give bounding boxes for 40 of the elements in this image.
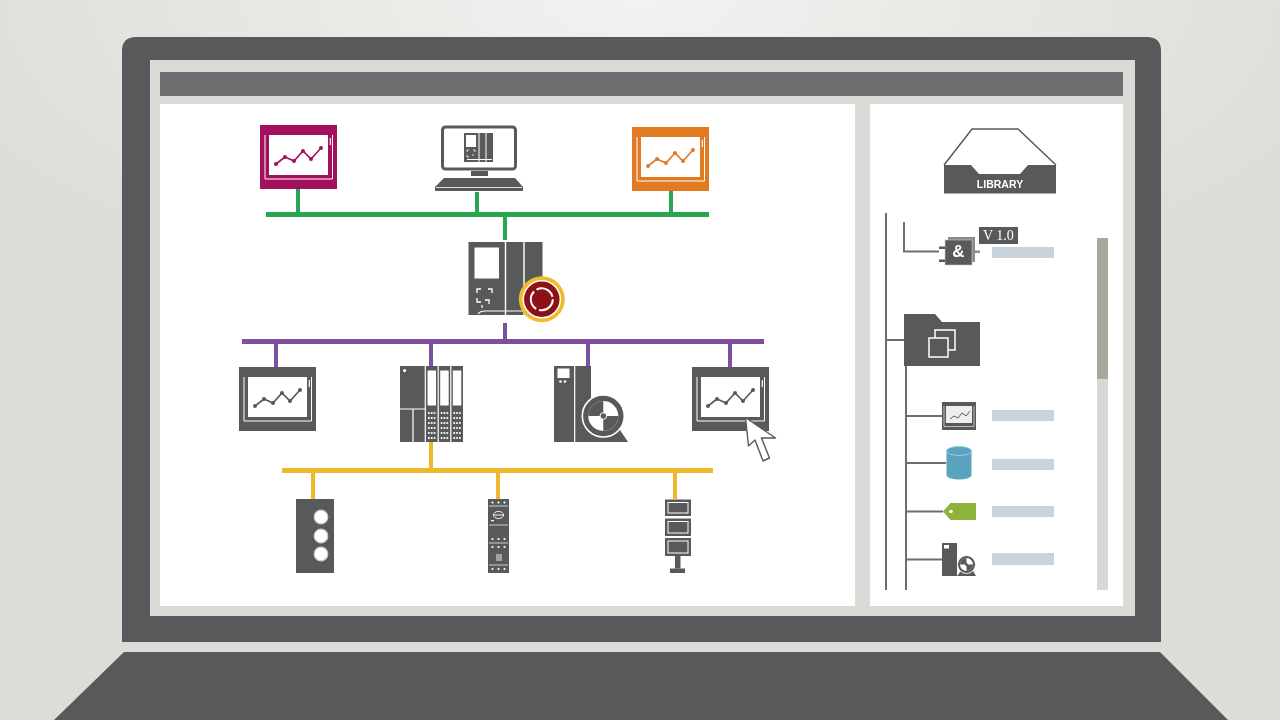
network-bus — [282, 468, 713, 473]
logic-block — [939, 236, 981, 267]
tree-branch-line — [905, 365, 943, 561]
bus-drop-line — [311, 473, 315, 499]
database-icon — [946, 446, 972, 480]
bus-drop-line — [496, 473, 500, 499]
bus-drop-line — [503, 323, 507, 339]
touch-panel-icon — [942, 402, 976, 430]
button-panel-icon — [296, 499, 334, 573]
touch-panel-icon — [692, 367, 769, 431]
motor-drive-icon — [942, 543, 976, 576]
and-sign: & — [952, 243, 965, 261]
bus-drop-line — [475, 192, 479, 212]
tag-icon — [943, 503, 976, 520]
folder-icon — [904, 314, 980, 366]
bus-drop-line — [503, 217, 507, 240]
library-tray — [943, 128, 1057, 194]
touch-panel-icon — [239, 367, 316, 431]
touch-panel-icon — [260, 125, 337, 189]
bus-drop-line — [669, 191, 673, 212]
network-bus — [266, 212, 709, 217]
tree-branch-line — [885, 212, 905, 341]
computer-icon — [434, 125, 524, 192]
bus-drop-line — [429, 442, 433, 468]
touch-panel-icon — [632, 127, 709, 191]
bus-drop-line — [586, 344, 590, 366]
network-bus — [242, 339, 764, 344]
controller-icon — [468, 240, 566, 323]
version-tag: V 1.0 — [979, 227, 1018, 244]
tree-branch-line — [903, 221, 940, 253]
bus-drop-line — [429, 344, 433, 366]
bus-drop-line — [296, 189, 300, 212]
module-stack-icon — [665, 499, 691, 573]
bus-drop-line — [274, 344, 278, 367]
motor-drive-icon — [554, 366, 628, 442]
io-module-icon — [400, 366, 463, 442]
bus-drop-line — [673, 473, 677, 499]
switch-module-icon — [488, 499, 509, 573]
library-label: LIBRARY — [976, 177, 1024, 191]
bus-drop-line — [728, 344, 732, 367]
